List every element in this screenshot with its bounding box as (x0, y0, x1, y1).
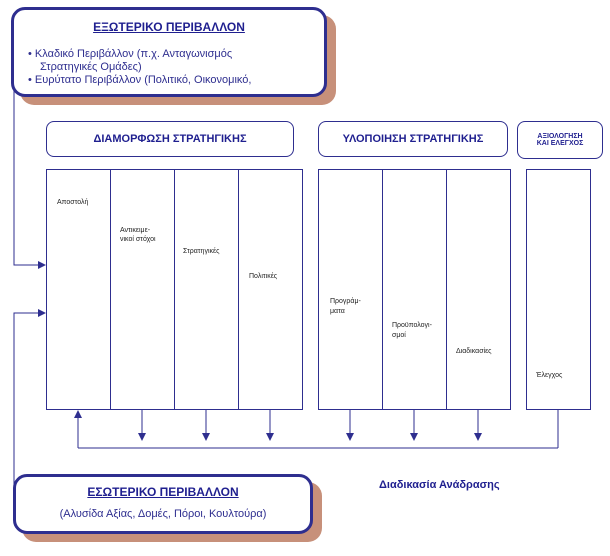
step-control: Έλεγχος (536, 372, 563, 379)
external-env-item-2: • Ευρύτατο Περιβάλλον (Πολιτικό, Οικονομ… (28, 74, 252, 86)
external-env-title: ΕΞΩΤΕΡΙΚΟ ΠΕΡΙΒΑΛΛΟΝ (93, 20, 245, 34)
internal-env-title: ΕΣΩΤΕΡΙΚΟ ΠΕΡΙΒΑΛΛΟΝ (87, 485, 239, 499)
step-mission: Αποστολή (57, 199, 89, 206)
external-env-item-1-cont: Στρατηγικές Ομάδες) (40, 61, 142, 73)
phase-formulation: ΔΙΑΜΟΡΦΩΣΗ ΣΤΡΑΤΗΓΙΚΗΣ (46, 121, 294, 157)
column-policies (238, 169, 303, 410)
step-strategies: Στρατηγικές (183, 248, 220, 255)
step-budgets: Προϋπολογι- σμοί (392, 322, 432, 339)
step-procedures: Διαδικασίες (456, 348, 492, 355)
column-objectives (110, 169, 175, 410)
column-procedures (446, 169, 511, 410)
column-strategies (174, 169, 239, 410)
column-programs (318, 169, 383, 410)
column-budgets (382, 169, 447, 410)
step-objectives: Αντικειμε- νικοί στόχοι (120, 227, 156, 243)
external-env-list: • Κλαδικό Περιβάλλον (π.χ. Ανταγωνισμός … (28, 48, 324, 87)
feedback-label: Διαδικασία Ανάδρασης (379, 479, 500, 491)
internal-env-box: ΕΣΩΤΕΡΙΚΟ ΠΕΡΙΒΑΛΛΟΝ (Αλυσίδα Αξίας, Δομ… (13, 474, 313, 534)
phase-evaluation: ΑΞΙΟΛΟΓΗΣΗ ΚΑΙ ΕΛΕΓΧΟΣ (517, 121, 603, 159)
external-env-item-1: • Κλαδικό Περιβάλλον (π.χ. Ανταγωνισμός (28, 48, 233, 60)
internal-env-subtitle: (Αλυσίδα Αξίας, Δομές, Πόροι, Κουλτούρα) (59, 508, 267, 520)
step-programs: Προγράμ- ματα (330, 298, 361, 315)
internal-env-connector (13, 309, 46, 490)
external-env-box: ΕΞΩΤΕΡΙΚΟ ΠΕΡΙΒΑΛΛΟΝ • Κλαδικό Περιβάλλο… (11, 7, 327, 97)
step-policies: Πολιτικές (249, 273, 278, 280)
phase-implementation: ΥΛΟΠΟΙΗΣΗ ΣΤΡΑΤΗΓΙΚΗΣ (318, 121, 508, 157)
external-env-connector (13, 60, 46, 269)
column-control (526, 169, 591, 410)
phase-evaluation-line2: ΚΑΙ ΕΛΕΓΧΟΣ (536, 140, 584, 147)
phase-evaluation-line1: ΑΞΙΟΛΟΓΗΣΗ (537, 133, 583, 140)
